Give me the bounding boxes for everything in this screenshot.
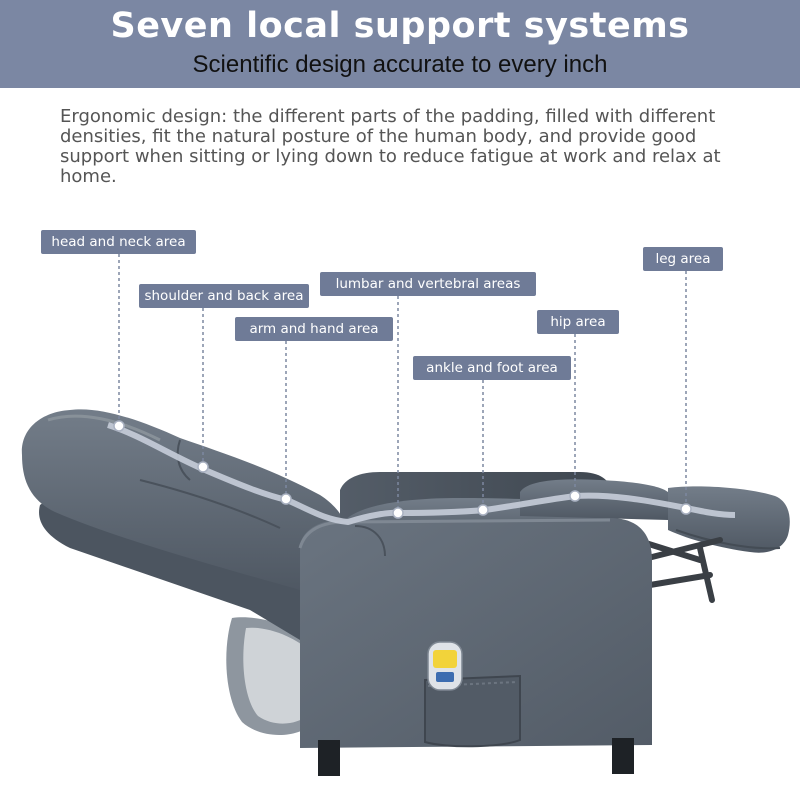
label-head-neck: head and neck area (41, 230, 196, 254)
label-leg: leg area (643, 247, 723, 271)
label-shoulder-back: shoulder and back area (139, 284, 309, 308)
header-banner: Seven local support systems Scientific d… (0, 0, 800, 88)
leg-rest (520, 479, 790, 553)
label-hip: hip area (537, 310, 619, 334)
dot-head (113, 420, 125, 432)
remote-control-icon (427, 641, 463, 691)
chair-base (226, 617, 312, 735)
dot-arm (280, 493, 292, 505)
dot-shoulder (197, 461, 209, 473)
dot-hip (569, 490, 581, 502)
dot-leg (680, 503, 692, 515)
description-text: Ergonomic design: the different parts of… (60, 106, 721, 187)
label-arm-hand: arm and hand area (235, 317, 393, 341)
leader-lines (118, 254, 687, 513)
chair-feet (318, 738, 634, 776)
page-subtitle: Scientific design accurate to every inch (192, 51, 608, 78)
label-ankle-foot: ankle and foot area (413, 356, 571, 380)
label-lumbar-vertebral: lumbar and vertebral areas (320, 272, 536, 296)
dot-ankle (477, 504, 489, 516)
backrest (21, 409, 347, 640)
dot-lumbar (392, 507, 404, 519)
page-title: Seven local support systems (110, 6, 690, 46)
anchor-dots (113, 420, 692, 519)
